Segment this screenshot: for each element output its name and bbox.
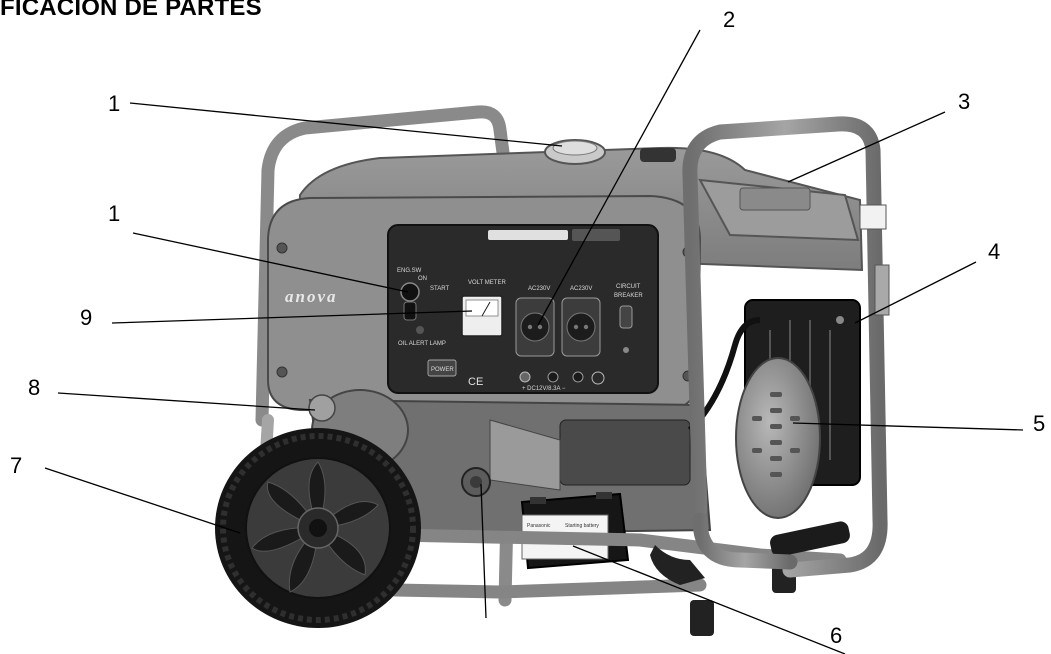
panel-eng-sw: ENG.SW (397, 268, 422, 274)
leader-2 (537, 29, 701, 326)
page-title: FICACIÓN DE PARTES (0, 0, 262, 21)
callout-3-air-filter: 3 (958, 89, 971, 114)
panel-ac230-left: AC230V (528, 286, 550, 292)
leader-3 (787, 111, 946, 183)
callout-8-recoil-starter: 8 (28, 375, 41, 400)
brand-logo: anova (285, 287, 338, 306)
leader-unlabeled (480, 483, 487, 619)
callout-9-voltmeter: 9 (80, 305, 93, 330)
leader-4 (854, 261, 977, 324)
panel-start: START (430, 286, 449, 292)
callout-2-ac-socket: 2 (723, 7, 736, 32)
leader-5 (792, 422, 1024, 431)
leader-7 (44, 467, 241, 534)
leader-1a (129, 102, 563, 147)
front-frame (682, 116, 888, 578)
panel-breaker: BREAKER (614, 293, 643, 299)
leader-6 (572, 545, 846, 654)
leader-9 (111, 310, 473, 324)
ac-socket-right (561, 297, 601, 357)
power-badge: POWER (431, 367, 454, 373)
ce-mark: CE (468, 376, 483, 388)
battery-brand: Panasonic (527, 523, 551, 529)
circuit-breaker (619, 305, 633, 329)
callout-5-alternator: 5 (1033, 411, 1046, 436)
recoil-starter-8 (308, 394, 336, 422)
panel-dc-output: + DC12V/8.3A − (522, 386, 566, 392)
panel-volt-meter: VOLT METER (468, 280, 506, 286)
battery-label: Starting battery (565, 523, 599, 529)
callout-1-engine-switch: 1 (108, 201, 121, 226)
engine-switch-knob (400, 282, 420, 302)
wheel (215, 428, 421, 628)
battery: Panasonic Starting battery (520, 492, 630, 570)
callout-7-wheel: 7 (10, 453, 23, 478)
handle-grip (770, 521, 850, 557)
callout-1-fuel-cap: 1 (108, 91, 121, 116)
callout-6-battery: 6 (830, 623, 843, 648)
panel-oil-alert: OIL ALERT LAMP (398, 341, 446, 347)
panel-circuit: CIRCUIT (616, 284, 641, 290)
leader-1b (132, 232, 409, 293)
alternator-cover (735, 357, 821, 519)
callout-4-muffler: 4 (988, 239, 1001, 264)
panel-on: ON (418, 276, 427, 282)
leader-8 (57, 392, 316, 411)
panel-ac230-right: AC230V (570, 286, 592, 292)
leader-lines (44, 29, 1024, 654)
